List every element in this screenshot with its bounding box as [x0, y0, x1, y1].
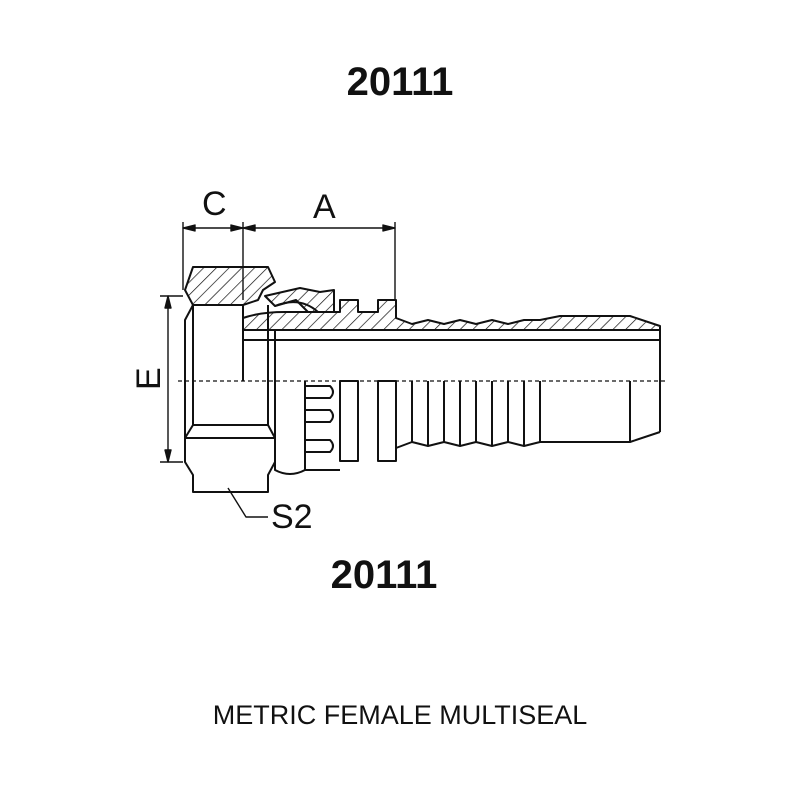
dimension-label-c: C [202, 185, 227, 223]
dimension-label-a: A [313, 188, 336, 226]
fitting-description: METRIC FEMALE MULTISEAL [212, 700, 588, 730]
dimension-label-s2: S2 [271, 498, 313, 536]
fitting-body-lower [274, 380, 661, 475]
dimension-label-e: E [130, 367, 168, 390]
stem-section-upper [242, 299, 661, 341]
part-number-title: 20111 [346, 60, 454, 104]
hex-nut-outline [184, 304, 276, 493]
stem-outline-upper [242, 330, 661, 381]
nut-section-upper [184, 266, 335, 313]
dimension-lines [160, 222, 396, 518]
part-number-subtitle: 20111 [330, 553, 438, 597]
